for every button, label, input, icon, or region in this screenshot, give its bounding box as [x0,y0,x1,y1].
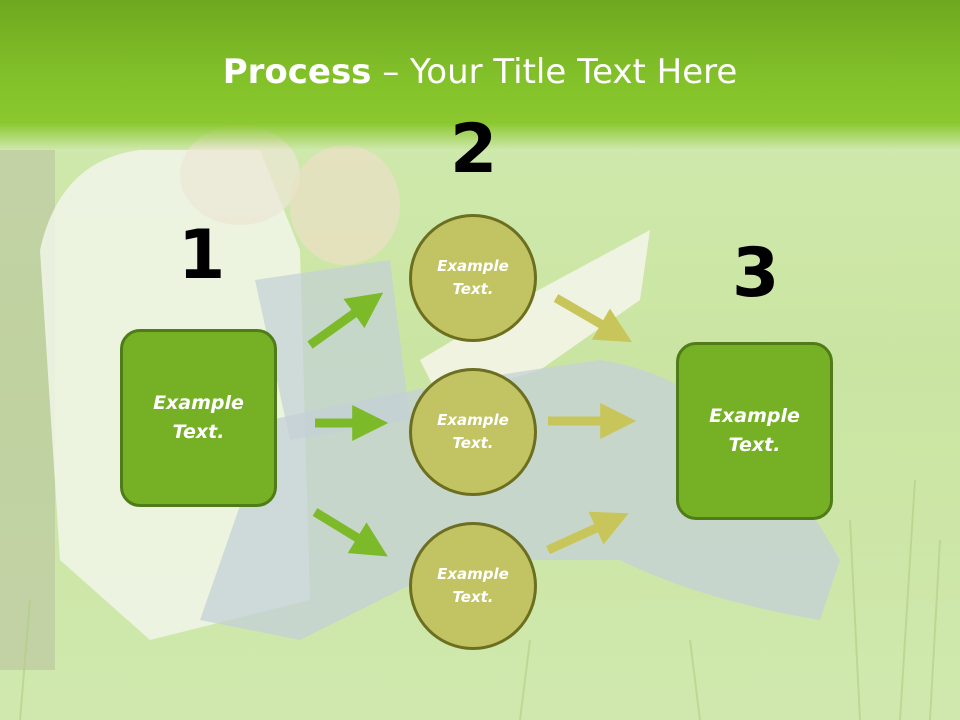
right-step-box-label: Example Text. [709,405,800,456]
circle-middle[interactable]: Example Text. [409,368,537,496]
circle-top-label: Example Text. [437,257,509,298]
circle-middle-label: Example Text. [437,411,509,452]
circle-top[interactable]: Example Text. [409,214,537,342]
arrow-left-to-bottom [312,508,388,557]
arrow-left-to-top [307,292,384,349]
circle-bottom-label: Example Text. [437,565,509,606]
left-step-box[interactable]: Example Text. [120,329,277,507]
title-bar [0,0,960,150]
left-step-box-label: Example Text. [153,392,244,443]
circle-bottom[interactable]: Example Text. [409,522,537,650]
arrow-bottom-to-right [546,511,629,555]
right-step-box[interactable]: Example Text. [676,342,833,520]
step-number-1: 1 [178,216,226,295]
title-rest: – Your Title Text Here [371,52,738,92]
title-bold: Process [222,52,372,92]
arrow-top-to-right [553,294,633,343]
step-number-2: 2 [450,110,498,189]
slide-title[interactable]: Process – Your Title Text Here [0,52,960,92]
step-number-3: 3 [732,234,780,313]
